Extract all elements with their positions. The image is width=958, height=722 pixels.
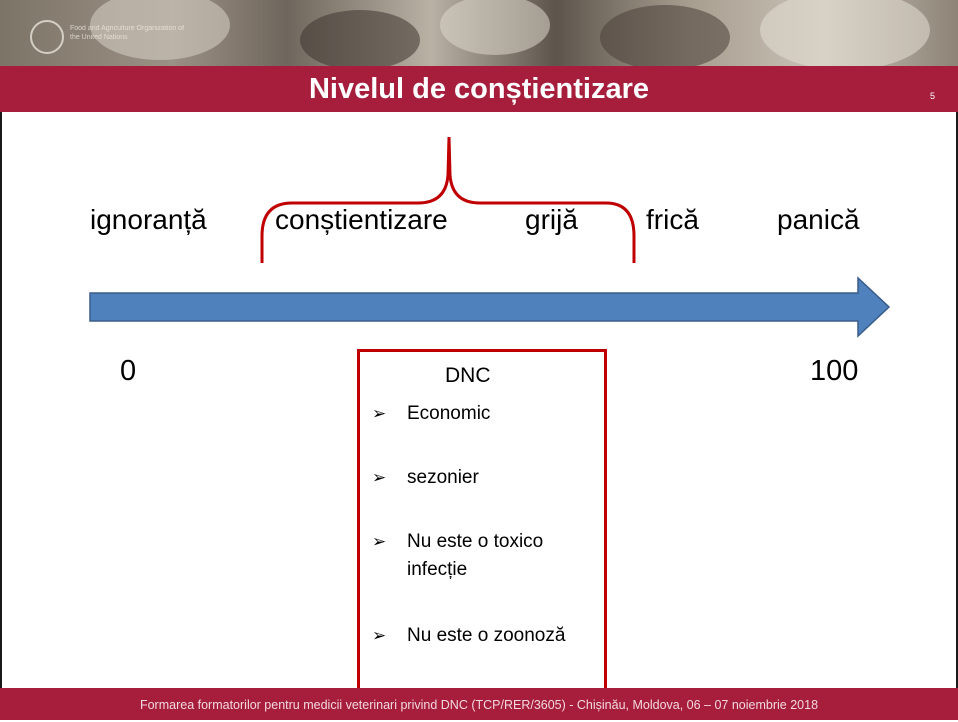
arrow-bullet-icon: ➢ — [372, 626, 387, 645]
dnc-bullet-text: Economic — [407, 403, 491, 424]
scale-brace — [260, 136, 636, 263]
footer-bar — [0, 688, 958, 720]
dnc-bullet-text: sezonier — [407, 467, 479, 488]
dnc-bullet: ➢ Nu este o toxico infecție — [372, 528, 597, 584]
dnc-bullet-text: Nu este o zoonoză — [407, 625, 566, 646]
arrow-bullet-icon: ➢ — [372, 468, 387, 487]
level-label-grija: grijă — [525, 204, 578, 235]
slide-right-edge — [956, 112, 958, 688]
dnc-bullet: ➢ Economic — [372, 400, 597, 428]
scale-arrow — [89, 276, 891, 338]
level-label-constientizare: conștientizare — [275, 204, 448, 235]
slide-left-edge — [0, 112, 2, 688]
scale-min-label: 0 — [120, 355, 137, 387]
arrow-bullet-icon: ➢ — [372, 532, 387, 551]
level-label-panica: panică — [777, 204, 860, 235]
dnc-bullet-text: Nu este o toxico infecție — [407, 531, 544, 580]
header-photo-banner: Food and Agriculture Organization of the… — [0, 0, 958, 66]
footer-text: Formarea formatorilor pentru medicii vet… — [139, 698, 819, 712]
arrow-bullet-icon: ➢ — [372, 404, 387, 423]
slide-number: 5 — [930, 91, 936, 101]
logo-text: Food and Agriculture Organization of the… — [70, 25, 185, 41]
level-label-frica: frică — [646, 204, 699, 235]
fao-logo-icon — [30, 20, 64, 54]
dnc-bullet: ➢ Nu este o zoonoză — [372, 622, 597, 650]
title-bar — [0, 66, 958, 112]
level-label-ignoranta: ignoranță — [90, 204, 207, 235]
page-title: Nivelul de conștientizare — [308, 73, 650, 105]
scale-max-label: 100 — [810, 355, 859, 387]
dnc-bullet: ➢ sezonier — [372, 464, 597, 492]
dnc-title: DNC — [445, 364, 491, 387]
